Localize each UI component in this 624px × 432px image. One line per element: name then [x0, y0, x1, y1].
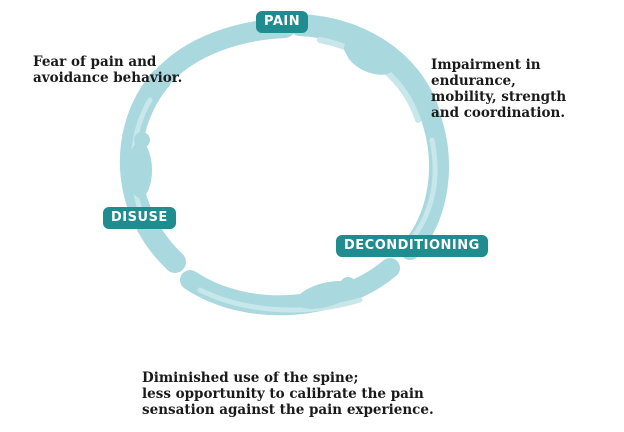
note-diminished-use: Diminished use of the spine; less opport… [142, 370, 434, 418]
figure-bottom [295, 281, 355, 309]
stage-pain-badge: PAIN [256, 11, 309, 33]
note-fear-avoidance: Fear of pain and avoidance behavior. [33, 54, 183, 86]
figure-left [128, 142, 152, 198]
stage-disuse-badge: DISUSE [103, 207, 176, 229]
stage-deconditioning-badge: DECONDITIONING [336, 235, 488, 257]
note-impairment: Impairment in endurance, mobility, stren… [431, 57, 567, 121]
cycle-arc-bottom [180, 258, 400, 316]
